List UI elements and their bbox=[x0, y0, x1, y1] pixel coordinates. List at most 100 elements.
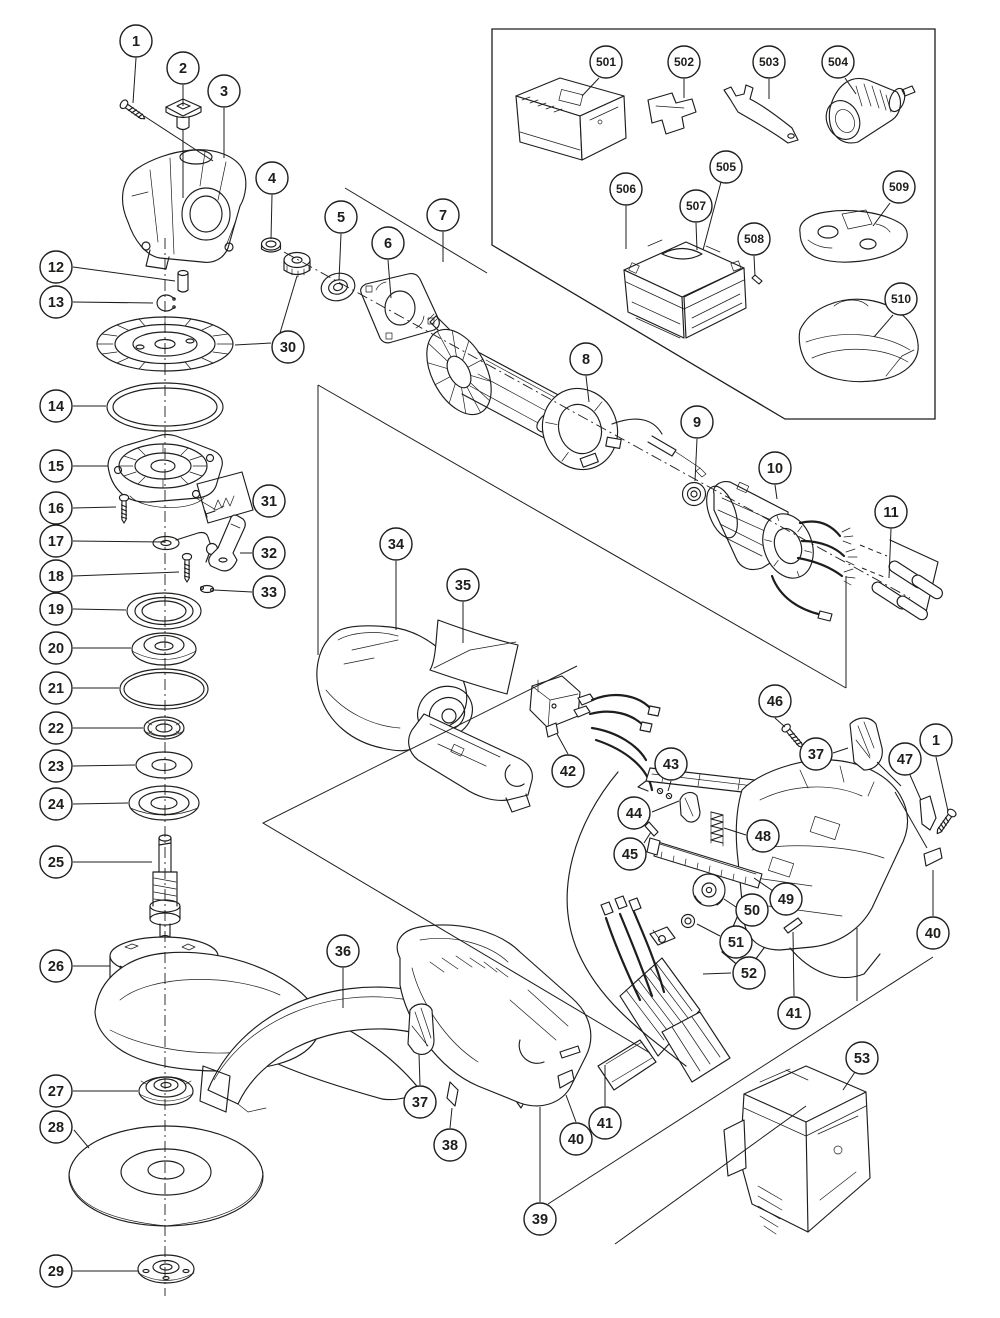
callout-number: 20 bbox=[48, 641, 64, 657]
callout-balloon-16: 16 bbox=[39, 491, 73, 525]
callout-number: 14 bbox=[48, 399, 64, 415]
leader-line bbox=[143, 115, 214, 162]
stator-part bbox=[706, 481, 858, 622]
callout-number: 24 bbox=[48, 797, 64, 813]
callout-balloon-26: 26 bbox=[39, 949, 73, 983]
stack-case-part bbox=[623, 239, 747, 339]
pin-part bbox=[177, 269, 189, 293]
leader-line-dashed bbox=[861, 567, 885, 578]
leader-line bbox=[723, 827, 747, 836]
ball-bearing-part-9 bbox=[681, 481, 707, 507]
callout-number: 43 bbox=[663, 757, 679, 773]
leader-line bbox=[72, 266, 176, 282]
callout-number: 19 bbox=[48, 602, 64, 618]
callout-number: 21 bbox=[48, 681, 64, 697]
callout-number: 35 bbox=[455, 578, 471, 594]
bevel-pinion-part bbox=[283, 251, 311, 278]
callout-balloon-21: 21 bbox=[39, 671, 73, 705]
leader-line bbox=[387, 259, 392, 299]
leader-line bbox=[279, 275, 298, 334]
bracket-line bbox=[344, 187, 488, 274]
callout-balloon-20: 20 bbox=[39, 631, 73, 665]
leader-line bbox=[585, 375, 590, 403]
leader-line bbox=[338, 233, 342, 281]
wheel-washer-part bbox=[138, 1076, 194, 1106]
cover-clip-part-502 bbox=[647, 92, 697, 135]
callout-balloon-506: 506 bbox=[609, 172, 643, 206]
callout-balloon-43: 43 bbox=[654, 747, 688, 781]
callout-number: 5 bbox=[337, 210, 345, 226]
callout-number: 36 bbox=[335, 944, 351, 960]
callout-balloon-22: 22 bbox=[39, 711, 73, 745]
leader-line bbox=[694, 438, 698, 482]
leader-line bbox=[132, 57, 137, 104]
callout-number: 509 bbox=[889, 180, 909, 194]
leader-line bbox=[832, 747, 849, 754]
leader-line bbox=[723, 898, 737, 908]
lever-flag-part bbox=[208, 514, 246, 572]
center-axis-lines bbox=[164, 238, 911, 1296]
handle-housing-part bbox=[396, 924, 592, 1107]
callout-number: 45 bbox=[622, 847, 638, 863]
callout-balloon-1: 1 bbox=[919, 723, 953, 757]
callout-balloon-3: 3 bbox=[207, 74, 241, 108]
callout-balloon-18: 18 bbox=[39, 559, 73, 593]
wrench-part-503 bbox=[723, 84, 799, 144]
callout-number: 33 bbox=[261, 585, 277, 601]
callout-balloon-13: 13 bbox=[39, 285, 73, 319]
leader-line bbox=[547, 956, 934, 1205]
callout-number: 38 bbox=[442, 1138, 458, 1154]
callout-number: 16 bbox=[48, 501, 64, 517]
leader-line bbox=[702, 972, 732, 975]
callout-balloon-48: 48 bbox=[746, 819, 780, 853]
leader-line bbox=[72, 301, 154, 304]
callout-balloon-502: 502 bbox=[667, 45, 701, 79]
leader-line bbox=[72, 540, 166, 543]
callout-balloon-51: 51 bbox=[719, 925, 753, 959]
callout-number: 41 bbox=[786, 1006, 802, 1022]
callout-balloon-9: 9 bbox=[680, 405, 714, 439]
seal-blade-part-47 bbox=[919, 795, 937, 831]
callout-number: 31 bbox=[261, 494, 277, 510]
callout-number: 51 bbox=[728, 935, 744, 951]
callout-number: 27 bbox=[48, 1084, 64, 1100]
callout-balloon-37: 37 bbox=[403, 1085, 437, 1119]
brush-cap-part bbox=[165, 98, 202, 131]
callout-number: 18 bbox=[48, 569, 64, 585]
callout-balloon-8: 8 bbox=[569, 342, 603, 376]
small-screws-part-43 bbox=[656, 787, 673, 800]
callout-balloon-47: 47 bbox=[888, 742, 922, 776]
leader-line bbox=[873, 314, 894, 338]
callout-balloon-510: 510 bbox=[884, 282, 918, 316]
leader-line bbox=[842, 1071, 856, 1091]
callout-balloon-504: 504 bbox=[821, 45, 855, 79]
leader-line bbox=[872, 202, 891, 227]
ring-part-21 bbox=[119, 668, 209, 710]
callout-number: 39 bbox=[532, 1212, 548, 1228]
callout-balloon-7: 7 bbox=[426, 198, 460, 232]
callout-number: 28 bbox=[48, 1120, 64, 1136]
callout-number: 52 bbox=[741, 966, 757, 982]
nameplate-part bbox=[429, 619, 519, 695]
callout-number: 502 bbox=[674, 55, 694, 69]
leader-line bbox=[667, 780, 672, 792]
callout-balloon-503: 503 bbox=[752, 45, 786, 79]
ball-bearing-part-5 bbox=[320, 272, 356, 302]
callout-balloon-19: 19 bbox=[39, 592, 73, 626]
callout-balloon-40: 40 bbox=[916, 916, 950, 950]
callout-number: 2 bbox=[179, 61, 187, 77]
callout-balloon-44: 44 bbox=[617, 796, 651, 830]
callout-balloon-1: 1 bbox=[119, 24, 153, 58]
leader-line bbox=[643, 831, 652, 844]
callout-balloon-32: 32 bbox=[252, 536, 286, 570]
callout-balloon-53: 53 bbox=[845, 1041, 879, 1075]
parts-line-art bbox=[68, 77, 958, 1284]
callout-balloon-40: 40 bbox=[559, 1122, 593, 1156]
callout-number: 32 bbox=[261, 546, 277, 562]
charger-part-501 bbox=[515, 77, 627, 161]
switch-wires-part bbox=[588, 693, 661, 792]
leader-line bbox=[753, 877, 774, 892]
callout-number: 30 bbox=[280, 340, 296, 356]
callout-number: 15 bbox=[48, 459, 64, 475]
